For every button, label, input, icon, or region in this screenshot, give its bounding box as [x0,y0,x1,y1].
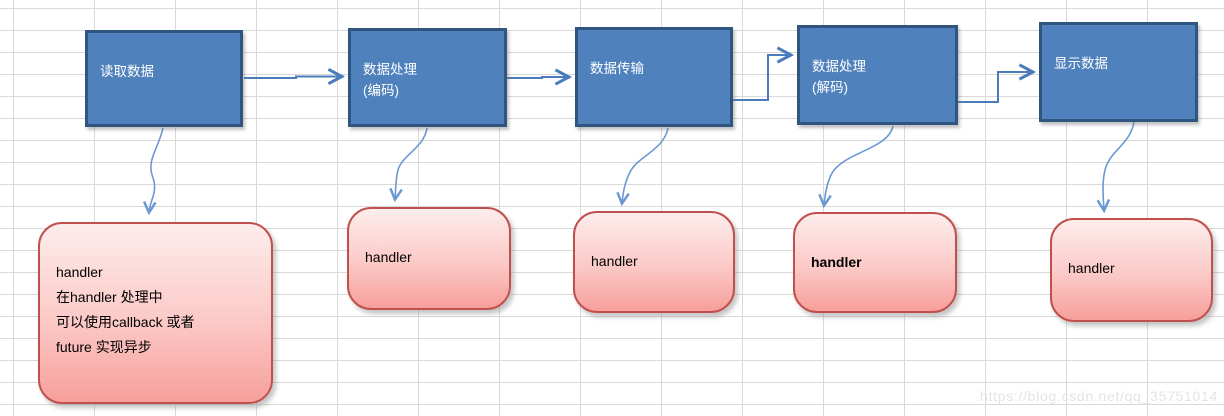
flow-node-label: 读取数据 [100,63,154,79]
flow-node-label: 显示数据 [1054,55,1108,71]
flow-node-process-decode: 数据处理 (解码) [797,25,958,125]
curved-arrow-read-to-note [149,127,164,212]
handler-note-transmit: handler [573,211,735,313]
handler-note-decode: handler [793,212,957,313]
curved-arrow-transmit-to-note [622,127,669,203]
flow-node-read-data: 读取数据 [85,30,243,127]
curved-arrow-encode-to-note [395,127,428,199]
curved-arrow-display-to-note [1103,121,1135,210]
handler-note-text: handler [591,253,638,269]
csdn-watermark: https://blog.csdn.net/qq_35751014 [980,388,1218,404]
connector-encode-to-transmit [507,77,568,78]
flow-node-label: 数据处理 (编码) [363,61,417,98]
flow-node-display-data: 显示数据 [1039,22,1198,122]
handler-note-read: handler 在handler 处理中 可以使用callback 或者 fut… [38,222,273,404]
handler-note-display: handler [1050,218,1213,322]
connector-decode-to-display [958,72,1032,103]
connector-read-to-encode [244,77,341,79]
handler-note-encode: handler [347,207,511,310]
handler-note-text: handler 在handler 处理中 可以使用callback 或者 fut… [56,264,195,355]
flow-node-label: 数据处理 (解码) [812,58,866,95]
flow-node-label: 数据传输 [590,60,644,76]
curved-arrow-decode-to-note [824,125,894,205]
handler-note-text: handler [365,249,412,265]
handler-note-text: handler [1068,260,1115,276]
flow-node-transmit-data: 数据传输 [575,27,733,127]
flow-node-process-encode: 数据处理 (编码) [348,28,507,127]
connector-transmit-to-decode [733,55,790,101]
handler-note-text: handler [811,254,862,270]
